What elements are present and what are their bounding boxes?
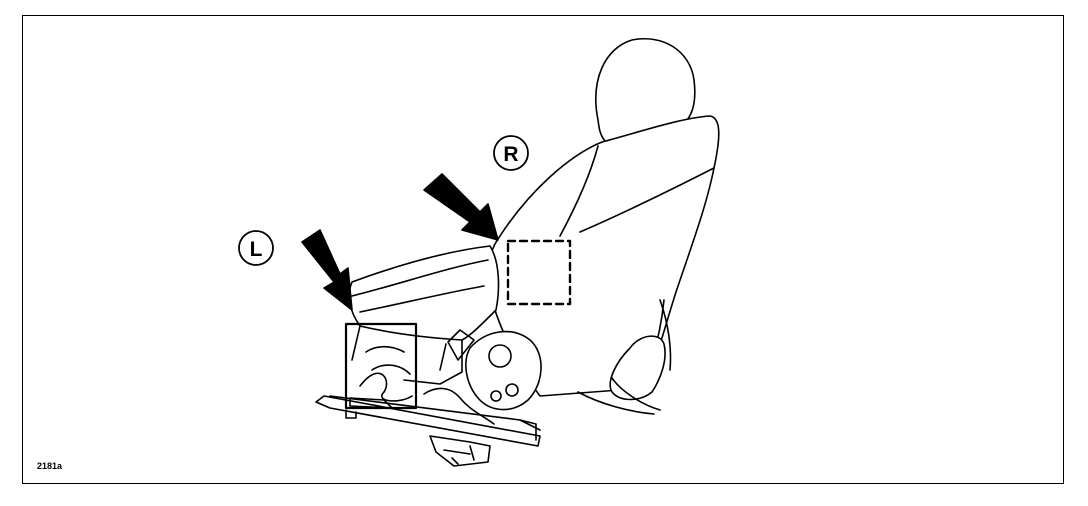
headrest: [595, 38, 696, 143]
right-inspection-box: [506, 239, 572, 306]
callout-l: L: [238, 230, 274, 266]
callout-r-circle: [493, 135, 529, 171]
rear-support: [609, 335, 666, 401]
cable: [359, 372, 495, 425]
callout-l-circle: [238, 230, 274, 266]
rail-foot: [429, 435, 491, 467]
arrow-icon: [301, 229, 353, 311]
callout-l-label: L: [250, 238, 263, 261]
callout-r: R: [493, 135, 529, 171]
seat-back-seam: [559, 145, 715, 237]
seat-cushion: [348, 245, 500, 341]
figure-code: 2181a: [37, 461, 63, 471]
wire-loop: [365, 345, 411, 375]
rear-foot: [577, 377, 661, 415]
callout-r-label: R: [503, 143, 518, 166]
seat-back: [487, 115, 720, 397]
cushion-seam: [351, 259, 489, 313]
recliner-lever: [439, 329, 475, 371]
left-inspection-box: [344, 322, 418, 410]
recliner-bolt: [505, 383, 519, 397]
recliner-plate: [465, 330, 542, 411]
rail-foot-detail: [443, 445, 475, 465]
recliner-bolt: [490, 390, 502, 402]
rail-bracket: [519, 419, 537, 441]
arrow-icon: [423, 173, 499, 241]
recliner-hub: [488, 344, 512, 368]
